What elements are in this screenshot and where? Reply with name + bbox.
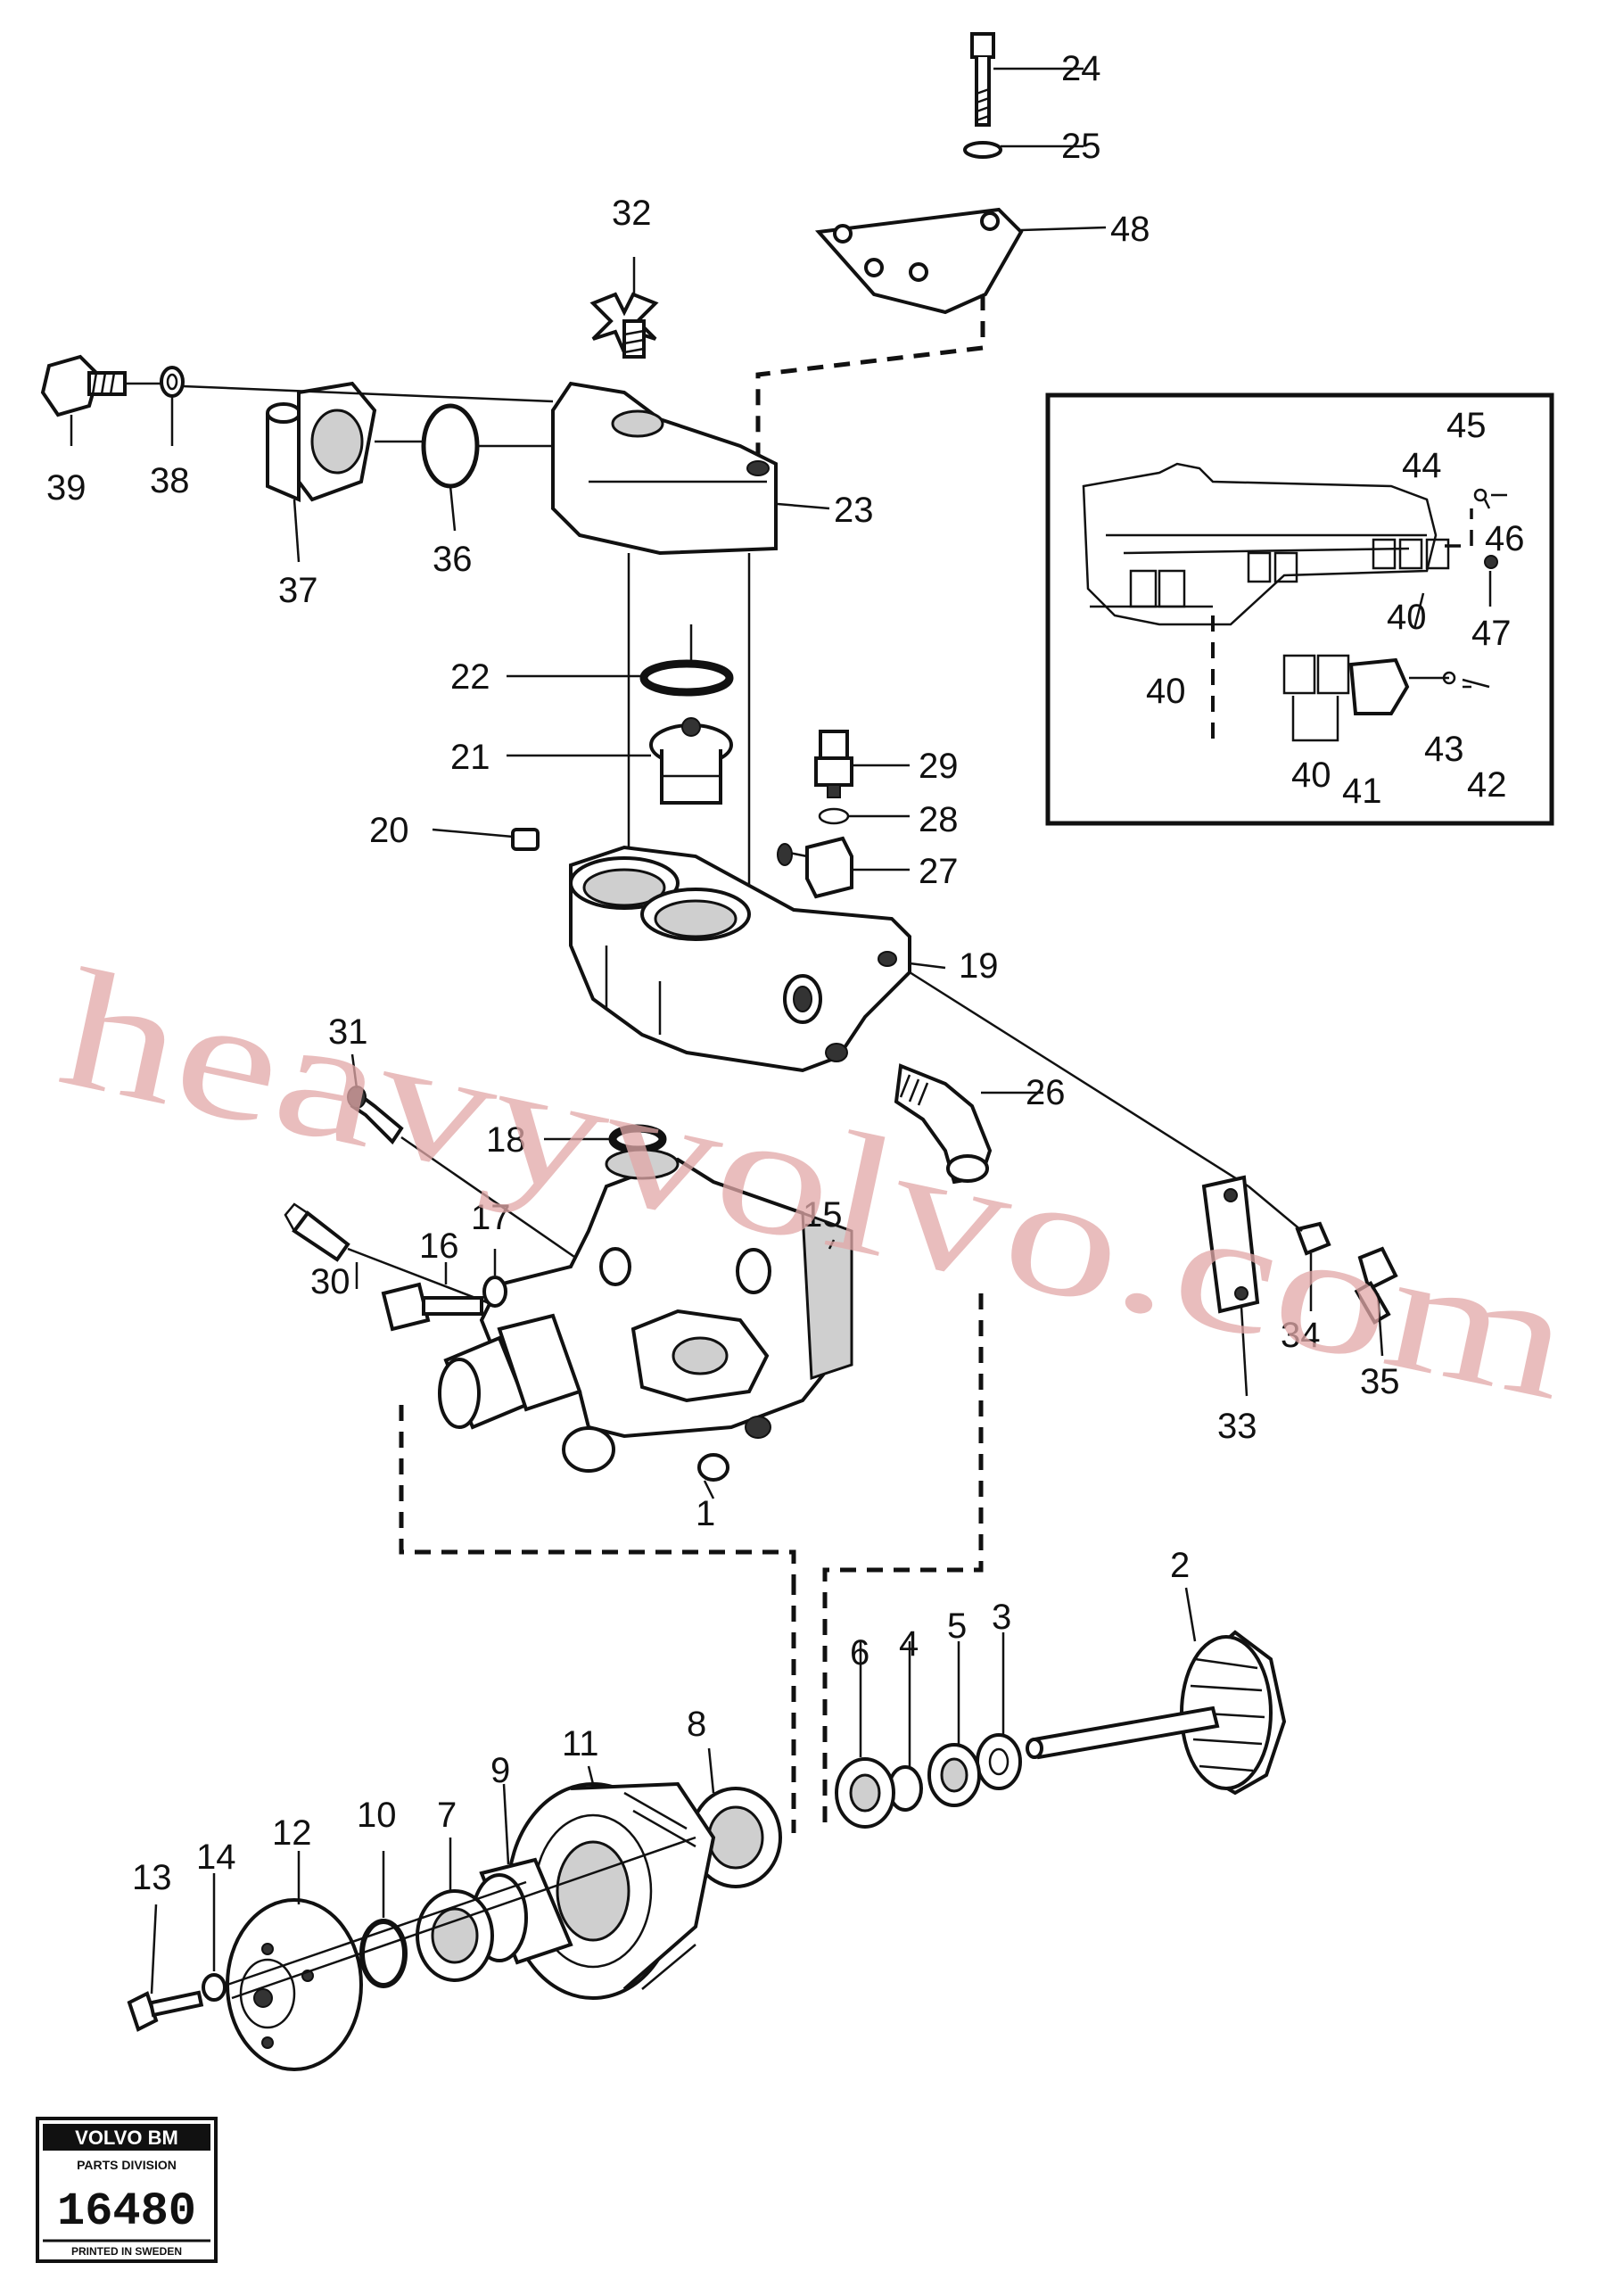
thermostat-housing-cover: [551, 257, 830, 556]
callout-37: 37: [278, 571, 318, 610]
callout-31: 31: [328, 1012, 368, 1052]
temperature-sensor: [777, 730, 910, 899]
callout-40-mid: 40: [1291, 756, 1331, 795]
callout-22: 22: [450, 657, 490, 697]
callout-15: 15: [803, 1195, 843, 1235]
callout-38: 38: [150, 461, 190, 500]
stamp-division: PARTS DIVISION: [77, 2158, 177, 2172]
callout-labels: 1 2 3 4 5 6 7 8 9 10 11 12 13 14 15 16 1…: [46, 49, 1525, 1897]
stamp-brand: VOLVO BM: [75, 2127, 178, 2149]
callout-16: 16: [419, 1226, 459, 1266]
callout-36: 36: [433, 540, 473, 579]
callout-4: 4: [899, 1624, 919, 1664]
stamp-footer: PRINTED IN SWEDEN: [71, 2245, 182, 2258]
callout-7: 7: [437, 1796, 457, 1835]
inset-detail: [1045, 392, 1554, 826]
callout-8: 8: [687, 1705, 706, 1744]
callout-10: 10: [357, 1796, 397, 1835]
callout-24: 24: [1061, 49, 1101, 88]
side-bracket: [1201, 1175, 1398, 1397]
callout-33: 33: [1217, 1407, 1257, 1446]
thermostat-housing: [432, 828, 946, 1073]
callout-30: 30: [310, 1262, 350, 1301]
callout-12: 12: [272, 1813, 312, 1853]
callout-48: 48: [1110, 210, 1150, 249]
callout-19: 19: [959, 946, 999, 986]
callout-20: 20: [369, 811, 409, 850]
callout-46: 46: [1485, 519, 1525, 558]
stamp-number: 16480: [57, 2185, 196, 2238]
callout-21: 21: [450, 738, 490, 777]
callout-45: 45: [1446, 406, 1487, 445]
callout-6: 6: [850, 1633, 869, 1672]
callout-43: 43: [1424, 730, 1464, 769]
callout-23: 23: [834, 491, 874, 530]
callout-40-right: 40: [1387, 598, 1427, 637]
callout-34: 34: [1281, 1316, 1321, 1355]
callout-29: 29: [919, 747, 959, 786]
elbow-fitting: [894, 970, 1249, 1188]
callout-18: 18: [486, 1120, 526, 1160]
callout-13: 13: [132, 1858, 172, 1897]
callout-26: 26: [1026, 1073, 1066, 1112]
callout-14: 14: [196, 1838, 236, 1877]
callout-41: 41: [1342, 772, 1382, 811]
callout-47: 47: [1471, 614, 1512, 653]
callout-5: 5: [947, 1606, 967, 1646]
callout-11: 11: [562, 1724, 599, 1763]
callout-3: 3: [992, 1598, 1011, 1637]
callout-27: 27: [919, 852, 959, 891]
water-pump-housing: [381, 1148, 984, 1833]
callout-35: 35: [1360, 1362, 1400, 1401]
callout-1: 1: [696, 1494, 715, 1533]
impeller-assembly: [835, 1587, 1287, 1829]
callout-39: 39: [46, 468, 87, 508]
seal-and-studs: [284, 1053, 667, 1340]
callout-44: 44: [1402, 446, 1442, 485]
mounting-bracket: [755, 32, 1107, 464]
callout-9: 9: [490, 1751, 510, 1790]
callout-25: 25: [1061, 127, 1101, 166]
callout-42: 42: [1467, 765, 1507, 805]
callout-2: 2: [1170, 1546, 1190, 1585]
parts-stamp: VOLVO BM PARTS DIVISION 16480 PRINTED IN…: [36, 2117, 218, 2263]
outlet-fittings: [40, 354, 554, 563]
callout-17: 17: [471, 1198, 511, 1237]
callout-28: 28: [919, 800, 959, 839]
callout-40-left: 40: [1146, 672, 1186, 711]
callout-32: 32: [612, 194, 652, 233]
pulley-assembly: [127, 1747, 782, 2071]
